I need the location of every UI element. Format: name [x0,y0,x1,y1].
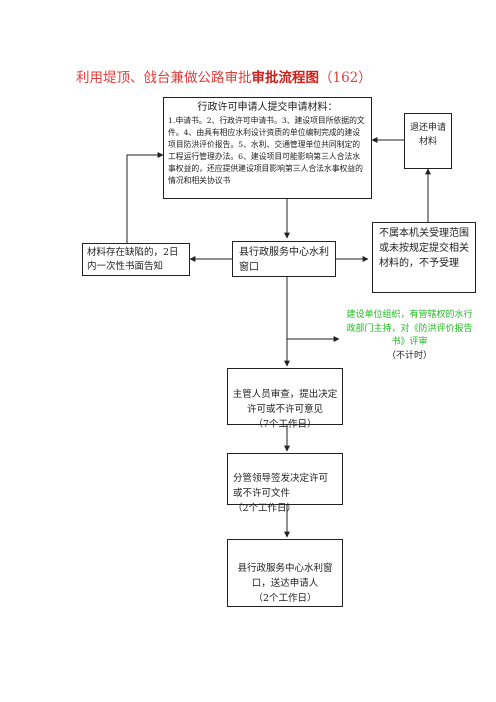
deliver-box: 县行政服务中心水利窗口，送达申请人 （2个工作日） [227,539,343,607]
deliver-label: 县行政服务中心水利窗口，送达申请人 （2个工作日） [237,563,333,605]
page-title: 利用堤顶、戗台兼做公路审批审批流程图（162） [76,66,372,86]
apply-body: 1.申请书。2、行政许可申请书。3、建设项目所依据的文件。4、由具有相应水利设计… [168,116,365,186]
evaluation-time: （不计时） [386,350,432,361]
return-box: 退还申请材料 [404,113,452,169]
title-suffix: （162） [319,70,372,86]
window-label: 县行政服务中心水利窗口 [239,247,329,273]
arrow-incomplete-apply [126,152,164,243]
window-box: 县行政服务中心水利窗口 [232,241,336,277]
title-bold: 审批流程图 [251,70,320,86]
apply-box: 行政许可申请人提交申请材料： 1.申请书。2、行政许可申请书。3、建设项目所依据… [163,97,372,199]
sign-label: 分管领导签发决定许可或不许可文件 （2个工作日） [233,473,329,515]
evaluation-text: 建设单位组织，有管辖权的水行政部门主持，对《防洪评价报告书》评审 [346,310,473,347]
incomplete-label: 材料存在缺陷的，2日内一次性书面告知 [87,247,179,272]
sign-box: 分管领导签发决定许可或不许可文件 （2个工作日） [227,453,343,514]
title-prefix: 利用堤顶、戗台兼做公路审批 [76,70,252,86]
reject-box: 不属本机关受理范围或未按规定提交相关材料的，不予受理 [372,222,476,293]
apply-heading: 行政许可申请人提交申请材料： [197,102,338,113]
review-box: 主管人员审查，提出决定许可或不许可意见 （7个工作日） [227,368,343,430]
evaluation-note: 建设单位组织，有管辖权的水行政部门主持，对《防洪评价报告书》评审 （不计时） [343,309,476,363]
return-label: 退还申请材料 [409,123,446,147]
review-label: 主管人员审查，提出决定许可或不许可意见 （7个工作日） [232,389,338,431]
incomplete-box: 材料存在缺陷的，2日内一次性书面告知 [82,243,190,276]
reject-label: 不属本机关受理范围或未按规定提交相关材料的，不予受理 [379,228,469,269]
